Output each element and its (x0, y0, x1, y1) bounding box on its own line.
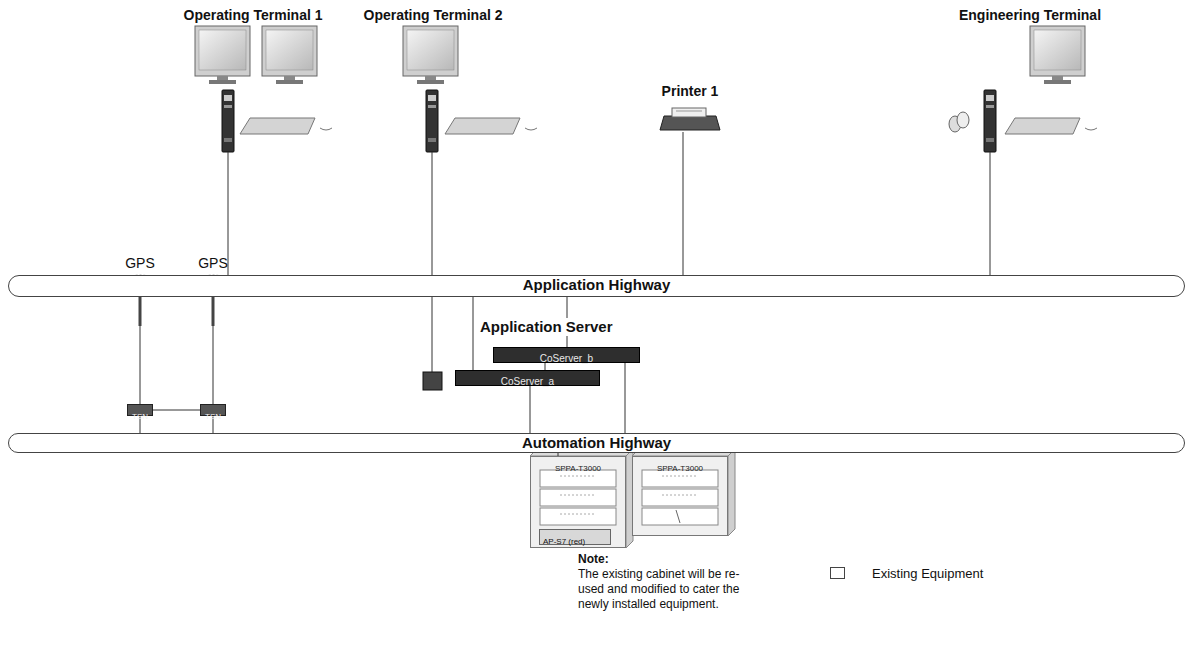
network-link (140, 326, 141, 404)
monitor-icon (195, 26, 250, 84)
gps-antenna-group: GPS (191, 254, 235, 326)
terminal-group: Operating Terminal 2 (358, 6, 508, 152)
keyboard-icon (240, 118, 332, 134)
network-link (683, 132, 684, 275)
legend-text: Existing Equipment (872, 566, 983, 581)
network-link (545, 363, 546, 370)
node-label: TSN (132, 412, 148, 422)
control-cabinet: SPPA-T3000AP-S7 (red) (530, 456, 626, 548)
group-label: Application Server (478, 318, 615, 336)
legend-swatch (830, 567, 845, 579)
keyboard-icon (1005, 118, 1097, 134)
node-label: SPPA-T3000 (555, 463, 601, 475)
network-name: Automation Highway (522, 434, 671, 452)
pc-tower-icon (222, 90, 234, 152)
control-cabinet: SPPA-T3000 (632, 456, 728, 536)
time-server-box: TSN (200, 404, 226, 416)
node-label: CoServer_a (501, 375, 554, 389)
printer-icon (660, 108, 720, 130)
pc-tower-icon (984, 90, 996, 152)
pc-tower-icon (426, 90, 438, 152)
network-link (213, 326, 214, 404)
node-label: GPS (198, 255, 228, 271)
node-label: TSN (205, 412, 221, 422)
network-link (432, 152, 433, 275)
printer-group: Printer 1 (648, 82, 732, 132)
network-link (473, 297, 474, 370)
network-link (625, 363, 626, 433)
network-link (530, 386, 531, 433)
server-box: CoServer_b (493, 347, 640, 363)
network-band: Automation Highway (8, 433, 1185, 453)
controller-module: AP-S7 (red) (539, 529, 611, 545)
gps-antenna-group: GPS (118, 254, 162, 326)
network-link (153, 410, 200, 411)
cabinet-body (632, 449, 735, 536)
network-name: Application Highway (523, 276, 671, 294)
keyboard-icon (445, 118, 537, 134)
network-link (990, 152, 991, 275)
node-label: Operating Terminal 2 (364, 7, 503, 23)
wire (432, 297, 433, 372)
note-heading: Note: (578, 552, 609, 567)
node-label: SPPA-T3000 (657, 463, 703, 475)
node-label: Operating Terminal 1 (184, 7, 323, 23)
note-text: The existing cabinet will be re-used and… (578, 567, 750, 612)
monitor-icon (403, 26, 458, 84)
monitor-icon (1030, 26, 1085, 84)
node-label: CoServer_b (540, 352, 593, 366)
terminal-group: Engineering Terminal (945, 6, 1115, 152)
node-label: Printer 1 (662, 83, 719, 99)
disk-icon (949, 112, 969, 132)
monitor-icon (262, 26, 317, 84)
terminal-group: Operating Terminal 1 (178, 6, 328, 152)
switch-box (423, 372, 442, 390)
time-server-box: TSN (127, 404, 153, 416)
node-label: AP-S7 (red) (543, 535, 585, 549)
node-label: Engineering Terminal (959, 7, 1101, 23)
cabinet-body (530, 449, 633, 548)
server-box: CoServer_a (455, 370, 600, 386)
node-label: GPS (125, 255, 155, 271)
network-band: Application Highway (8, 275, 1185, 297)
